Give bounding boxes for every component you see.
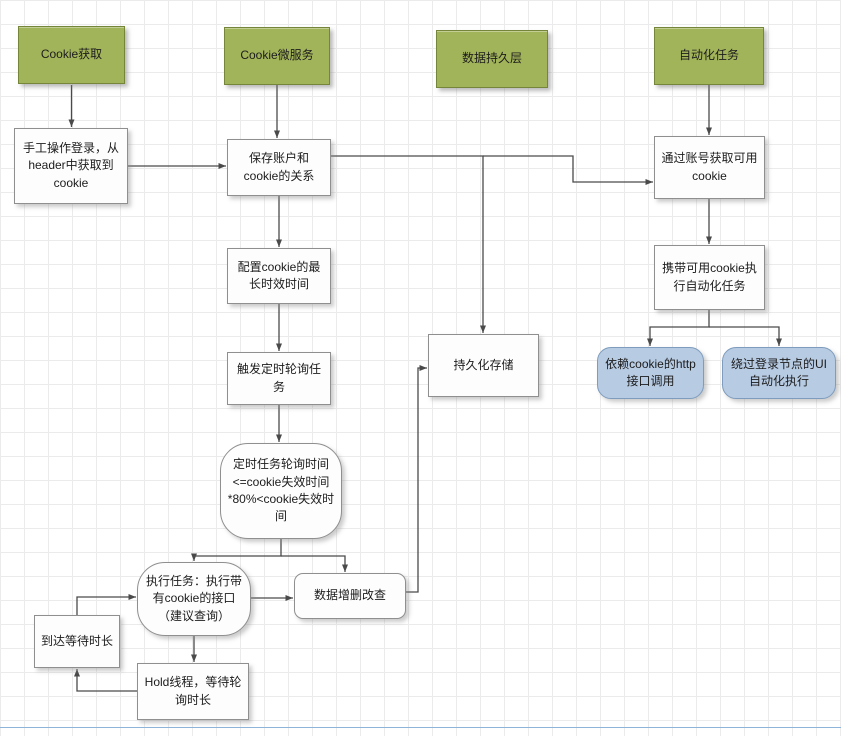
node-polling-time-rule: 定时任务轮询时间<=cookie失效时间*80%<cookie失效时间 bbox=[220, 443, 342, 539]
node-carry-cookie: 携带可用cookie执行自动化任务 bbox=[654, 245, 765, 310]
node-ui-automation: 绕过登录节点的UI自动化执行 bbox=[722, 347, 836, 399]
node-crud: 数据增删改查 bbox=[294, 573, 406, 619]
node-automation-task: 自动化任务 bbox=[654, 27, 764, 85]
edge-hold-thread-to-wait-elapsed bbox=[74, 669, 137, 692]
node-trigger-polling: 触发定时轮询任务 bbox=[227, 352, 331, 405]
edge-wait-elapsed-to-execute-task bbox=[76, 594, 136, 615]
node-hold-thread: Hold线程，等待轮询时长 bbox=[137, 663, 249, 720]
page-boundary-line bbox=[0, 727, 841, 728]
node-execute-task: 执行任务：执行带有cookie的接口（建议查询） bbox=[137, 562, 251, 636]
node-get-cookie: 通过账号获取可用cookie bbox=[654, 136, 765, 199]
edge-save-relation-to-persistent-storage bbox=[331, 155, 486, 333]
node-cookie-microservice: Cookie微服务 bbox=[224, 27, 330, 85]
node-persistent-storage: 持久化存储 bbox=[428, 334, 539, 397]
node-save-relation: 保存账户和cookie的关系 bbox=[227, 139, 331, 196]
node-cookie-acquire: Cookie获取 bbox=[18, 26, 125, 84]
edge-carry-cookie-to-ui-automation bbox=[709, 326, 782, 346]
edge-save-relation-to-get-cookie bbox=[483, 155, 653, 185]
edge-crud-to-persistent-storage bbox=[406, 365, 427, 593]
node-wait-elapsed: 到达等待时长 bbox=[34, 615, 120, 668]
edge-polling-rule-to-crud bbox=[281, 555, 348, 572]
node-data-persistence-layer: 数据持久层 bbox=[436, 30, 548, 88]
node-manual-login: 手工操作登录，从header中获取到cookie bbox=[14, 128, 128, 204]
edge-polling-rule-to-execute-task bbox=[191, 539, 282, 561]
node-config-expiry: 配置cookie的最长时效时间 bbox=[227, 248, 331, 304]
edge-carry-cookie-to-http-call bbox=[647, 310, 710, 346]
node-http-call: 依赖cookie的http接口调用 bbox=[597, 347, 704, 399]
